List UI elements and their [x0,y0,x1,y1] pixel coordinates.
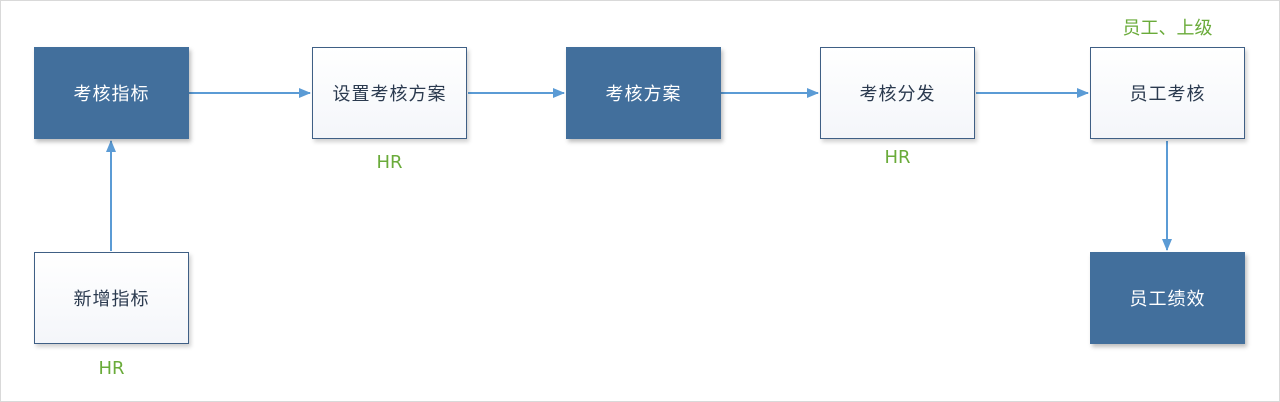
node-plan-label: 考核方案 [605,84,682,105]
node-performance: 员工绩效 [1090,252,1245,344]
node-setup-plan: 设置考核方案 [312,47,467,139]
node-evaluate: 员工考核 [1090,47,1245,139]
node-setup-plan-label: 设置考核方案 [332,84,447,105]
node-plan: 考核方案 [566,47,721,139]
node-kpi: 考核指标 [34,47,189,139]
node-distribute: 考核分发 [820,47,975,139]
node-new-kpi: 新增指标 [34,252,189,344]
role-evaluate: 员工、上级 [1122,18,1213,39]
node-kpi-label: 考核指标 [73,84,150,105]
node-performance-label: 员工绩效 [1129,289,1206,310]
node-distribute-label: 考核分发 [859,84,936,105]
role-distribute: HR [884,147,911,168]
role-new-kpi: HR [98,358,125,379]
node-new-kpi-label: 新增指标 [73,289,150,310]
node-evaluate-label: 员工考核 [1129,84,1206,105]
role-setup-plan: HR [376,152,403,173]
